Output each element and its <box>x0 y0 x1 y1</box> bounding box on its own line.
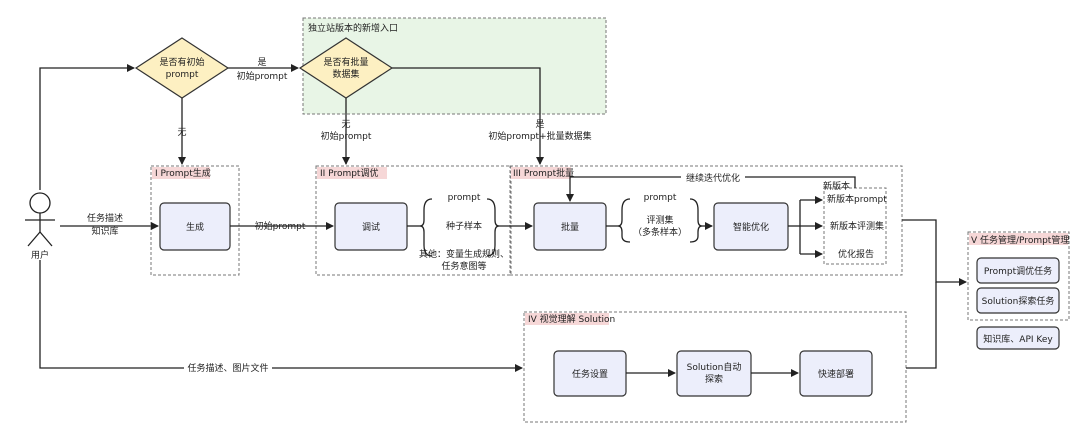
edge-yes-initial-label1: 是 <box>257 57 266 68</box>
section-5-box <box>967 231 1070 321</box>
kb-api-item <box>976 326 1060 350</box>
edge-prompt-b-label: prompt <box>644 193 677 203</box>
section-4-box <box>523 311 907 423</box>
edge-eval-label1: 评测集 <box>646 214 673 226</box>
kb-api-label: 知识库、API Key <box>983 333 1053 345</box>
edge-task-desc-label2: 知识库 <box>91 225 118 237</box>
generate-label: 生成 <box>186 221 204 233</box>
solution-explore-node <box>676 350 752 397</box>
new-prompt-label: 新版本prompt <box>827 193 887 205</box>
user-icon <box>25 192 55 247</box>
quick-deploy-node <box>799 350 873 397</box>
section-2-title: II Prompt调优 <box>320 167 378 179</box>
edge-task-files-label: 任务描述、图片文件 <box>187 362 268 374</box>
edge-yes-batch <box>392 67 544 165</box>
edge-yes-batch-label2: 初始prompt+批量数据集 <box>488 130 591 142</box>
new-eval-label: 新版本评测集 <box>830 220 884 232</box>
edge-user-to-decision <box>39 64 135 190</box>
section-4-title: IV 视觉理解 Solution <box>528 313 615 325</box>
edge-no-initial-label: 无 <box>177 127 186 138</box>
edge-task-desc-label1: 任务描述 <box>87 212 123 224</box>
batch-dataset-decision-line2: 数据集 <box>332 68 359 80</box>
solution-task-label: Solution探索任务 <box>982 295 1055 307</box>
section-3-title: III Prompt批量 <box>513 167 574 179</box>
initial-prompt-decision-line2: prompt <box>166 70 199 80</box>
edge-section3-to-management <box>902 219 967 286</box>
edge-other-label2: 任务意图等 <box>441 260 486 272</box>
edge-prompt-a-label: prompt <box>448 193 481 203</box>
edge-yes-batch-label1: 是 <box>535 119 544 130</box>
new-entry-region-label: 独立站版本的新增入口 <box>308 22 398 34</box>
quick-deploy-label: 快速部署 <box>818 368 854 380</box>
batch-dataset-decision-line1: 是否有批量 <box>323 56 368 68</box>
initial-prompt-decision-line1: 是否有初始 <box>159 56 204 68</box>
prompt-task-label: Prompt调优任务 <box>984 265 1052 277</box>
edge-eval-label2: （多条样本） <box>633 226 687 238</box>
edge-no-batch-label2: 初始prompt <box>321 130 372 142</box>
batch-label: 批量 <box>561 221 579 233</box>
tune-left-brace <box>419 198 433 257</box>
edge-yes-initial-label2: 初始prompt <box>237 70 288 82</box>
tune-right-brace <box>486 198 500 257</box>
report-label: 优化报告 <box>838 248 874 260</box>
edge-initial-prompt-label: 初始prompt <box>255 220 306 232</box>
edge-no-batch-label1: 无 <box>341 119 350 130</box>
solution-task-item <box>976 287 1060 314</box>
user-label: 用户 <box>31 249 49 261</box>
solution-explore-line1: Solution自动 <box>687 361 742 373</box>
section-5-title: V 任务管理/Prompt管理 <box>971 234 1069 246</box>
edge-section4-to-management <box>906 282 937 369</box>
edge-seed-label: 种子样本 <box>446 220 482 232</box>
edge-other-label1: 其他：变量生成规则、 <box>419 248 509 260</box>
task-setup-label: 任务设置 <box>572 368 608 380</box>
prompt-task-item <box>976 257 1060 284</box>
section-1-box <box>150 165 240 276</box>
section-2-box <box>315 165 512 276</box>
initial-prompt-decision <box>134 37 230 99</box>
batch-left-brace <box>617 198 631 243</box>
batch-right-brace <box>689 198 703 243</box>
section-1-title: I Prompt生成 <box>155 167 211 179</box>
tune-label: 调试 <box>362 221 380 233</box>
edge-continue-iterate-label: 继续迭代优化 <box>686 172 740 184</box>
solution-explore-line2: 探索 <box>705 373 723 385</box>
new-version-label: 新版本 <box>823 180 850 192</box>
smart-optimize-label: 智能优化 <box>733 221 769 233</box>
edge-user-to-vision <box>39 260 523 372</box>
